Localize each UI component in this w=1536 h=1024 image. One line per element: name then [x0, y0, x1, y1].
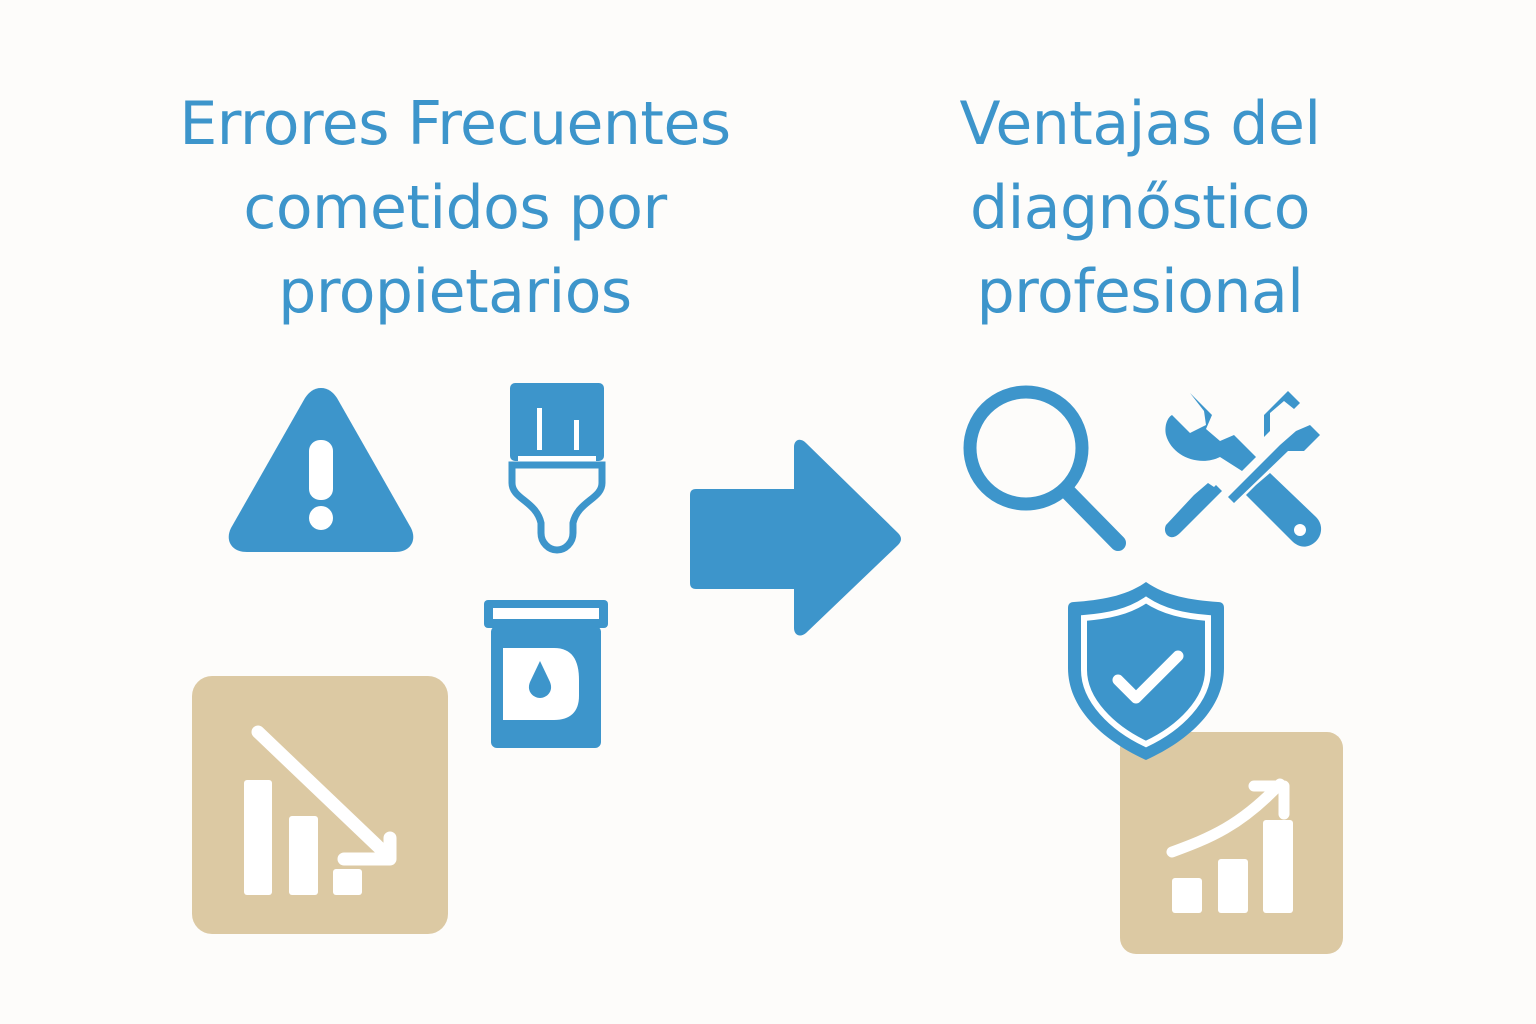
- paint-brush-icon: [508, 383, 606, 555]
- left-heading: Errores Frecuentes cometidos por propiet…: [130, 82, 780, 334]
- left-heading-line-3: propietarios: [278, 257, 632, 327]
- right-heading-line-3: profesional: [976, 257, 1304, 327]
- paint-can-icon: [484, 600, 608, 750]
- right-heading-line-2: diagnőstico: [970, 173, 1311, 243]
- warning-triangle-icon: [225, 380, 417, 555]
- wrench-screwdriver-icon: [1160, 385, 1330, 555]
- left-heading-line-2: cometidos por: [243, 173, 667, 243]
- right-heading: Ventajas del diagnőstico profesional: [900, 82, 1380, 334]
- right-heading-line-1: Ventajas del: [959, 89, 1321, 159]
- growth-chart-icon: [1120, 732, 1343, 954]
- magnifying-glass-icon: [958, 380, 1130, 555]
- left-heading-line-1: Errores Frecuentes: [179, 89, 731, 159]
- declining-chart-icon: [192, 676, 448, 934]
- right-arrow-icon: [690, 437, 904, 637]
- shield-check-icon: [1066, 578, 1226, 762]
